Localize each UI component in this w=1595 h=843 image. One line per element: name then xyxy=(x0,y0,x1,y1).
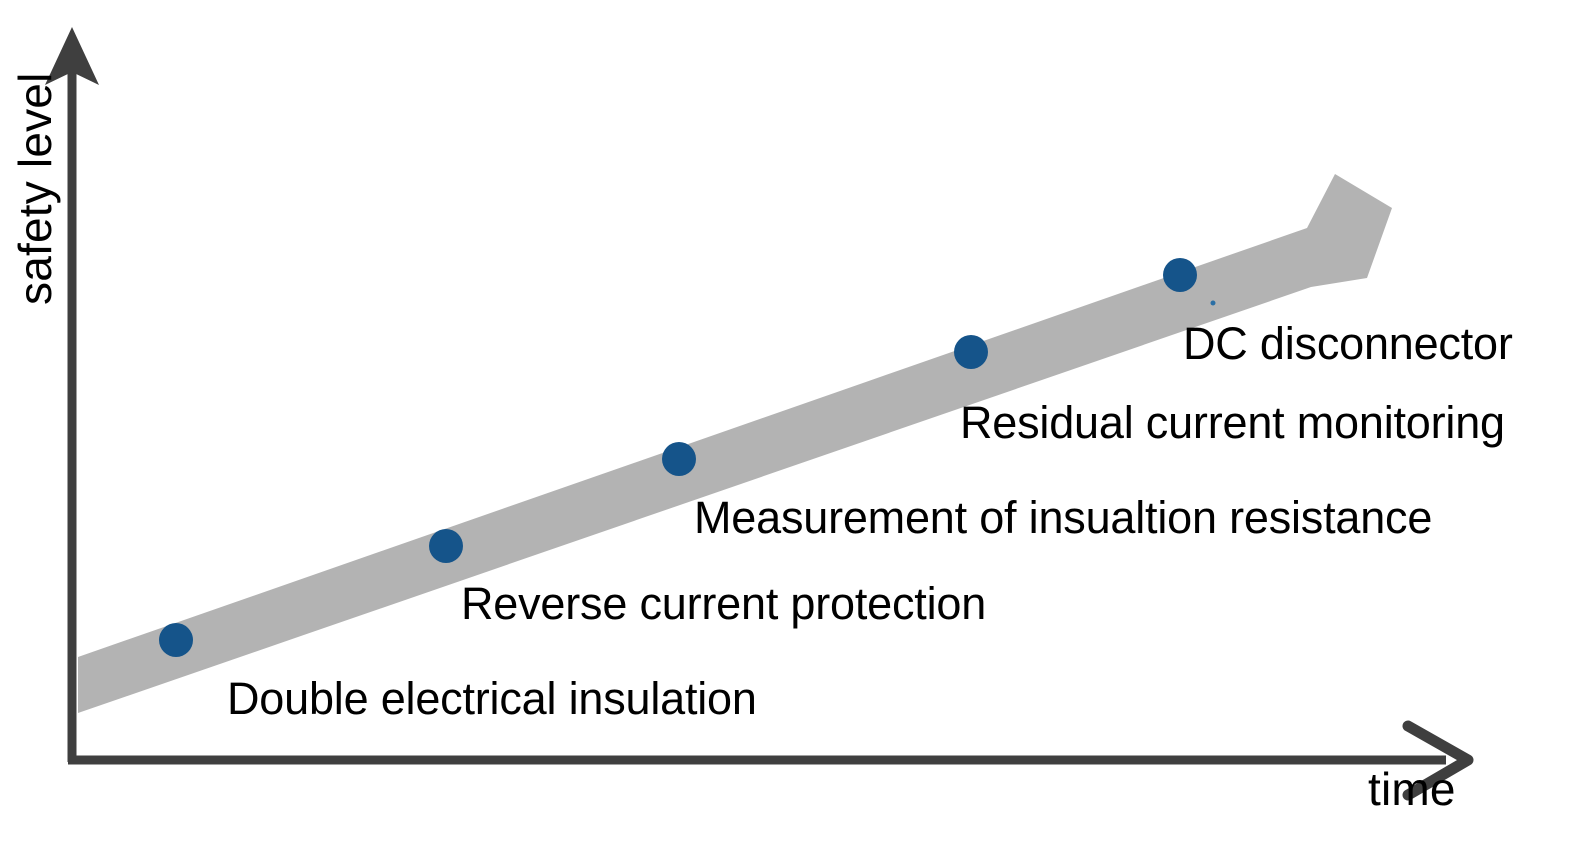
x-axis-arrowhead-icon xyxy=(1402,720,1474,801)
milestone-dots xyxy=(159,258,1216,657)
milestone-label-reverse-current-protection: Reverse current protection xyxy=(461,578,987,629)
milestone-label-residual-current-monitoring: Residual current monitoring xyxy=(960,397,1505,448)
milestone-dot[interactable] xyxy=(429,529,463,563)
milestone-dot[interactable] xyxy=(662,442,696,476)
rising-trend-arrow xyxy=(78,174,1392,713)
y-axis-label: safety level xyxy=(9,72,61,305)
stray-speck xyxy=(1210,300,1216,306)
milestone-dot[interactable] xyxy=(159,623,193,657)
x-axis-label: time xyxy=(1368,763,1456,815)
trend-arrow-shape xyxy=(78,174,1392,713)
milestone-label-dc-disconnector: DC disconnector xyxy=(1183,318,1513,369)
milestone-dot[interactable] xyxy=(1163,258,1197,292)
x-axis xyxy=(68,720,1474,801)
y-axis-arrowhead-icon xyxy=(45,27,99,85)
milestone-dot[interactable] xyxy=(954,335,988,369)
milestone-label-measurement-of-insulation-resistance: Measurement of insualtion resistance xyxy=(694,492,1433,543)
y-axis xyxy=(45,27,99,762)
milestone-label-double-electrical-insulation: Double electrical insulation xyxy=(227,673,757,724)
